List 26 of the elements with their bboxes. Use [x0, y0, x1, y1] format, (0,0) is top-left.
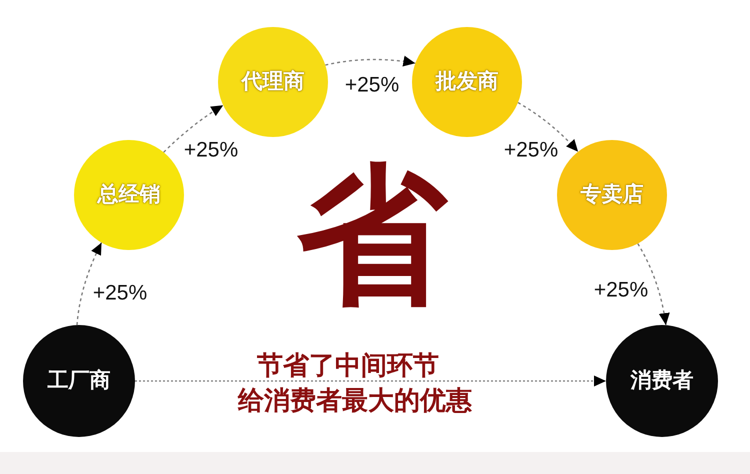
circle-node: [74, 140, 184, 250]
edge-label: +25%: [594, 278, 648, 302]
arrow: [163, 104, 224, 153]
circle-node: [412, 27, 522, 137]
circle-node: [606, 325, 718, 437]
edge-label: +25%: [184, 138, 238, 162]
slogan-text: 节省了中间环节: [257, 353, 439, 379]
arrow: [135, 376, 606, 386]
node-label: 专卖店: [580, 183, 644, 207]
node-label: 批发商: [436, 70, 498, 94]
node-label: 工厂商: [48, 369, 110, 393]
arrow: [76, 242, 102, 326]
edge-label: +25%: [504, 138, 558, 162]
node-label: 消费者: [630, 369, 694, 393]
arrow: [325, 56, 416, 67]
node-label: 总经销: [98, 183, 160, 207]
edge-label: +25%: [344, 73, 400, 97]
edge-label: +25%: [92, 281, 148, 305]
arrow: [518, 102, 579, 152]
big-character: 省: [297, 161, 447, 311]
arrow: [637, 243, 670, 326]
circle-node: [557, 140, 667, 250]
node-label: 代理商: [242, 70, 304, 94]
slogan-text: 给消费者最大的优惠: [238, 388, 472, 414]
circle-node: [218, 27, 328, 137]
circle-node: [23, 325, 135, 437]
